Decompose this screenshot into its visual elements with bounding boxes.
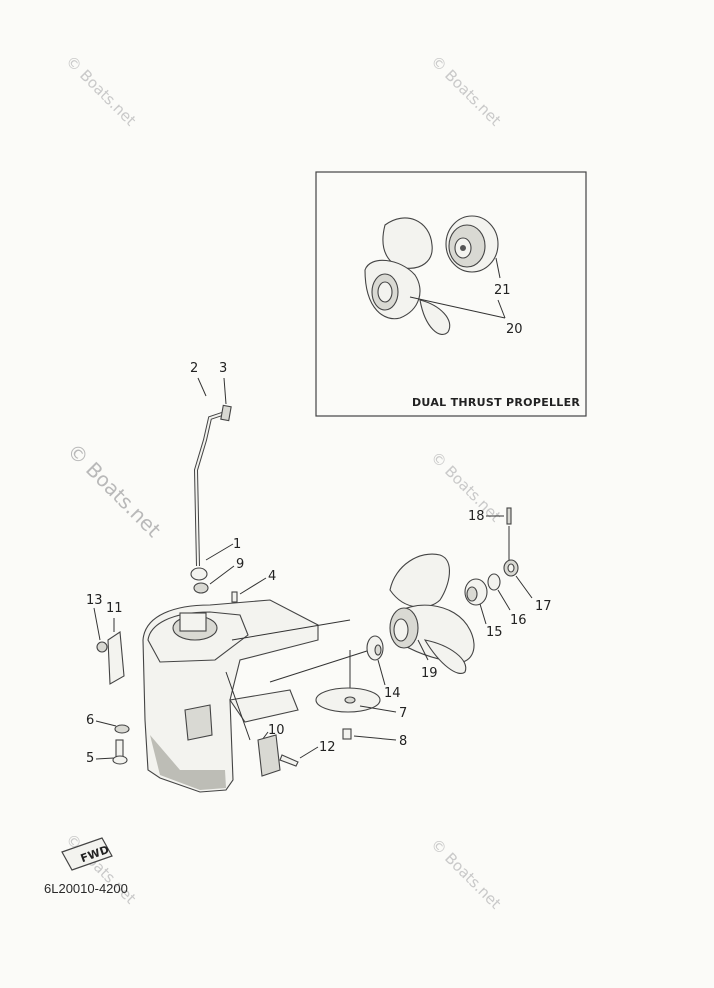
anode-assembly: 13 11 <box>86 593 125 685</box>
prop-shaft-parts: 14 7 8 <box>269 635 407 749</box>
callout-14: 14 <box>384 686 401 701</box>
callout-17: 17 <box>535 599 552 614</box>
callout-21: 21 <box>494 283 511 298</box>
callout-15: 15 <box>486 625 503 640</box>
callout-11: 11 <box>106 601 123 616</box>
callout-13: 13 <box>86 593 103 608</box>
callout-12: 12 <box>319 740 336 755</box>
watermarks: © Boats.net © Boats.net © Boats.net © Bo… <box>62 52 505 913</box>
watermark: © Boats.net <box>62 439 165 542</box>
fwd-direction-badge: FWD <box>61 837 113 871</box>
inset-frame <box>315 171 587 417</box>
watermark: © Boats.net <box>427 835 505 913</box>
callout-5: 5 <box>86 751 94 766</box>
callout-16: 16 <box>510 613 527 628</box>
callout-9: 9 <box>236 557 244 572</box>
diagram-code: 6L20010-4200 <box>44 881 128 896</box>
lower-unit-casing <box>142 599 351 793</box>
dual-thrust-propeller-drawing <box>364 217 451 335</box>
watermark: © Boats.net <box>62 52 140 130</box>
callout-10: 10 <box>268 723 285 738</box>
inset-label: DUAL THRUST PROPELLER <box>412 396 580 409</box>
callout-6: 6 <box>86 713 94 728</box>
callout-1: 1 <box>233 537 241 552</box>
callout-4: 4 <box>268 569 276 584</box>
callout-7: 7 <box>399 706 407 721</box>
prop-hardware: 15 16 17 18 <box>464 507 552 640</box>
watermark: © Boats.net <box>427 52 505 130</box>
callout-20: 20 <box>506 322 523 337</box>
callout-18: 18 <box>468 509 485 524</box>
spacer-21-drawing <box>445 215 499 273</box>
shift-rod-assembly: 2 3 1 9 4 <box>190 361 276 603</box>
bolt-5-6: 6 5 <box>86 713 130 766</box>
callout-3: 3 <box>219 361 227 376</box>
callout-19: 19 <box>421 666 438 681</box>
trim-tab-assembly: 10 12 <box>257 723 336 777</box>
dual-thrust-inset: 21 20 DUAL THRUST PROPELLER <box>315 171 587 417</box>
watermark: © Boats.net <box>427 448 505 526</box>
callout-2: 2 <box>190 361 198 376</box>
propeller-19-drawing: 19 <box>389 553 475 681</box>
callout-8: 8 <box>399 734 407 749</box>
